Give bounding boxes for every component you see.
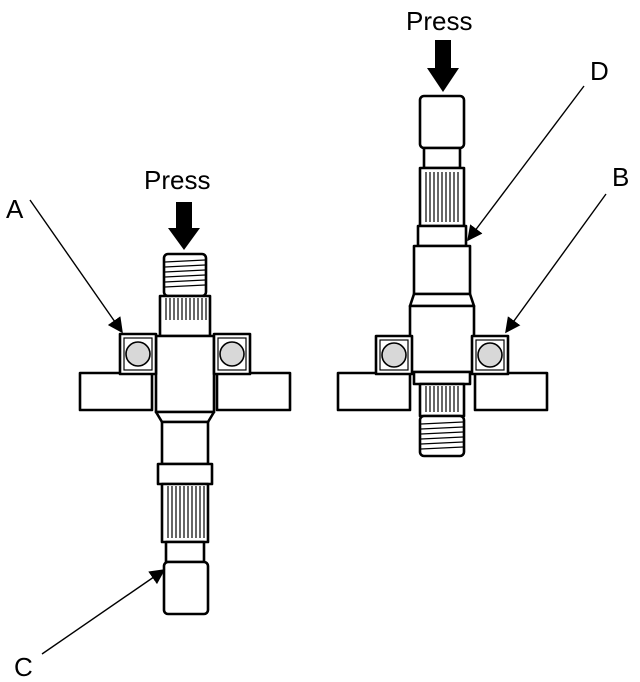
right-support-block-left: [336, 371, 412, 412]
left-support-block-left: [78, 371, 154, 412]
left-press-arrow-icon: [168, 202, 200, 250]
right-support-block-right: [473, 371, 549, 412]
right-assembly: Press: [336, 6, 629, 458]
label-a: A: [6, 194, 24, 224]
label-d: D: [590, 56, 609, 86]
right-press-arrow-icon: [427, 40, 459, 92]
left-bearing: [118, 332, 252, 376]
right-shaft: [408, 94, 476, 458]
label-c: C: [14, 652, 33, 682]
left-press-label: Press: [144, 165, 210, 195]
leader-b: [505, 193, 607, 334]
right-press-label: Press: [406, 6, 472, 36]
right-bearing: [374, 334, 510, 376]
leader-d: [467, 85, 585, 242]
left-assembly: Press: [6, 165, 292, 682]
leader-a: [29, 199, 123, 334]
label-b: B: [612, 162, 629, 192]
left-shaft: [154, 252, 216, 616]
left-support-block-right: [215, 371, 292, 412]
leader-c: [41, 569, 166, 655]
